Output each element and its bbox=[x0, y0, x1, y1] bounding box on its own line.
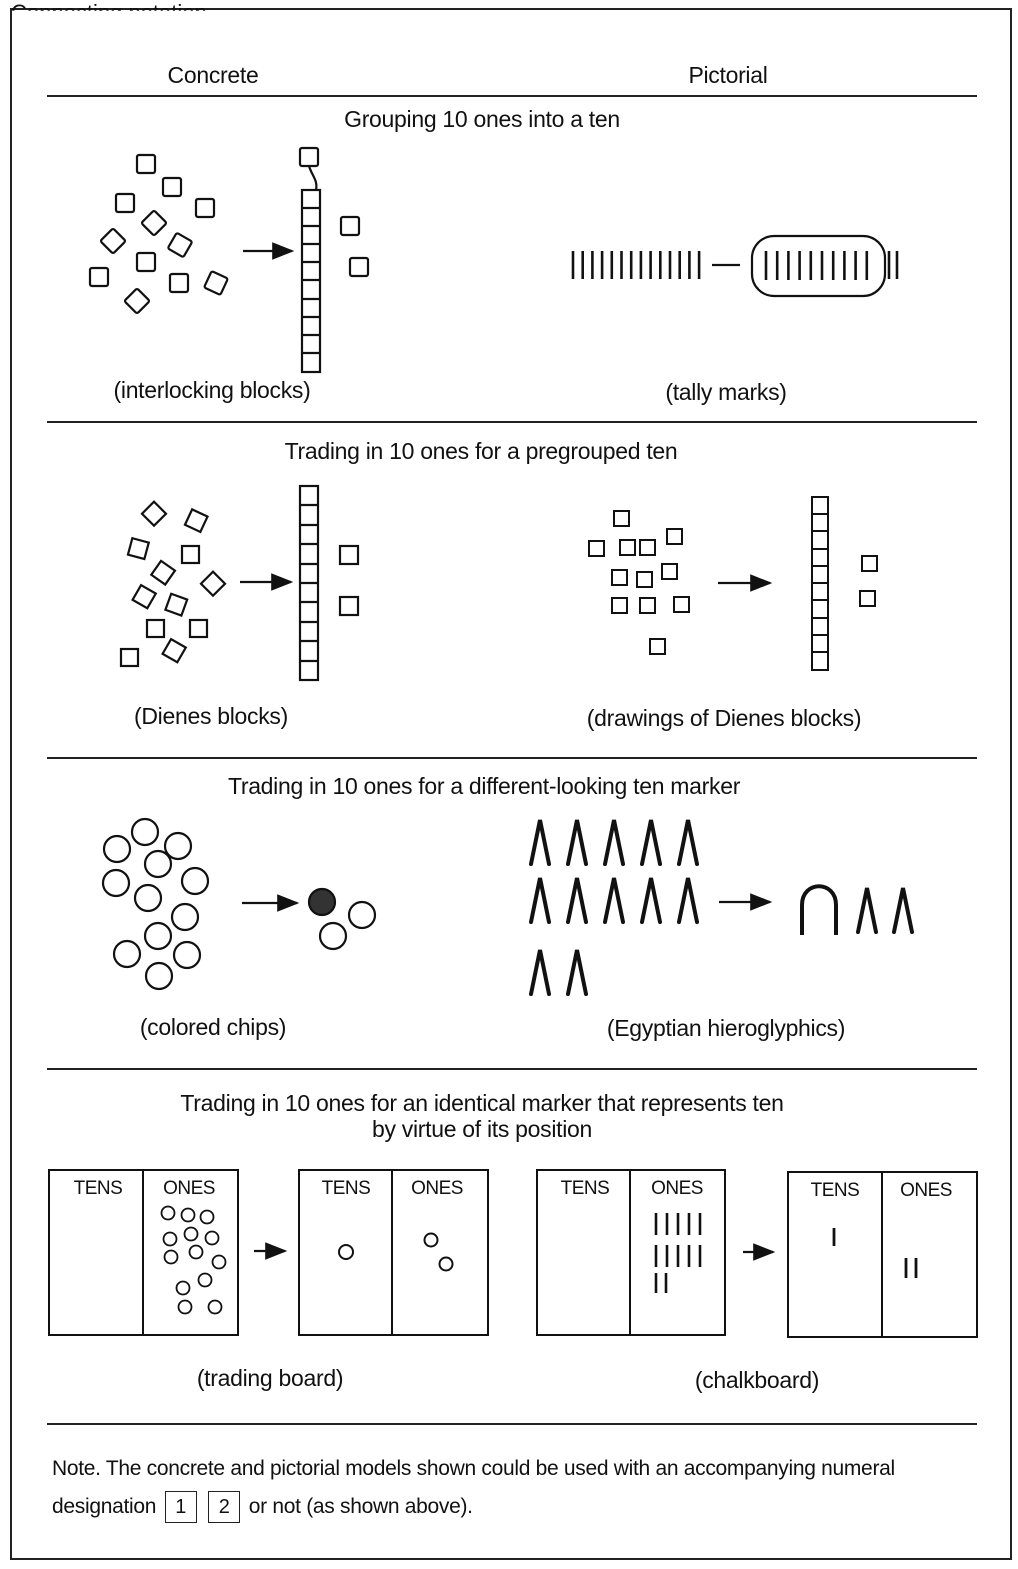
tally-marks-loose bbox=[571, 251, 701, 279]
trading-board-before bbox=[48, 1169, 239, 1336]
hieroglyph-one-mark bbox=[529, 819, 551, 866]
note-text-before: Note. The concrete and pictorial models … bbox=[52, 1457, 895, 1518]
hieroglyphic-ones bbox=[529, 819, 699, 996]
section-4-concrete-caption: (trading board) bbox=[196, 1365, 344, 1391]
hieroglyph-one-mark bbox=[856, 887, 878, 934]
tally-marks-extra bbox=[887, 251, 899, 279]
board4-tens-label: TENS bbox=[810, 1180, 860, 1201]
section-2-concrete-caption: (Dienes blocks) bbox=[134, 703, 288, 729]
tally-group-loop bbox=[750, 234, 887, 298]
note-text: Note. The concrete and pictorial models … bbox=[52, 1450, 982, 1526]
numeral-box-1: 1 bbox=[164, 1491, 197, 1523]
hieroglyph-one-mark bbox=[677, 819, 699, 866]
trading-board-after bbox=[298, 1169, 489, 1336]
section-2-pictorial-caption: (drawings of Dienes blocks) bbox=[586, 705, 862, 731]
section-3-pictorial-caption: (Egyptian hieroglyphics) bbox=[606, 1015, 846, 1041]
board1-ones-label: ONES bbox=[163, 1178, 215, 1199]
hieroglyph-one-mark bbox=[566, 819, 588, 866]
divider-header bbox=[47, 95, 977, 97]
section-3-concrete-caption: (colored chips) bbox=[139, 1014, 287, 1040]
board3-ones-label: ONES bbox=[651, 1178, 703, 1199]
divider-4 bbox=[47, 1423, 977, 1425]
board2-tens-label: TENS bbox=[321, 1178, 371, 1199]
divider-2 bbox=[47, 757, 977, 759]
section-1-concrete-caption: (interlocking blocks) bbox=[113, 377, 311, 403]
colored-chips-scattered bbox=[101, 817, 210, 991]
section-3-title: Trading in 10 ones for a different-looki… bbox=[227, 773, 741, 799]
interlocking-blocks-scattered bbox=[88, 153, 229, 314]
board1-tens-label: TENS bbox=[73, 1178, 123, 1199]
hieroglyph-one-mark bbox=[529, 877, 551, 924]
trading-board-before-chips bbox=[160, 1205, 227, 1315]
chalkboard-after-tallies bbox=[832, 1228, 918, 1278]
chalkboard-before bbox=[536, 1169, 726, 1336]
chalkboard-after bbox=[787, 1171, 978, 1338]
column-header-pictorial: Pictorial bbox=[688, 62, 768, 88]
hieroglyph-one-mark bbox=[892, 887, 914, 934]
interlocking-blocks-stack bbox=[298, 146, 370, 374]
dienes-drawings-scattered bbox=[588, 510, 690, 655]
hieroglyph-one-mark bbox=[640, 877, 662, 924]
section-4-title-line1: Trading in 10 ones for an identical mark… bbox=[180, 1090, 784, 1116]
hieroglyph-one-mark bbox=[603, 819, 625, 866]
section-4-title-line2: by virtue of its position bbox=[371, 1116, 593, 1142]
divider-3 bbox=[47, 1068, 977, 1070]
hieroglyph-one-mark bbox=[566, 949, 588, 996]
board4-ones-label: ONES bbox=[900, 1180, 952, 1201]
column-header-concrete: Concrete bbox=[167, 62, 259, 88]
dienes-drawing-rod bbox=[811, 496, 878, 671]
clipped-heading: Connecting notation bbox=[11, 2, 207, 24]
hieroglyphic-ten bbox=[800, 884, 838, 935]
board3-tens-label: TENS bbox=[560, 1178, 610, 1199]
tally-marks-grouped bbox=[764, 251, 869, 280]
board2-ones-label: ONES bbox=[411, 1178, 463, 1199]
chalkboard-before-tallies bbox=[654, 1213, 702, 1293]
hieroglyph-one-mark bbox=[677, 877, 699, 924]
section-4-pictorial-caption: (chalkboard) bbox=[694, 1367, 820, 1393]
hieroglyph-one-mark bbox=[529, 949, 551, 996]
hieroglyph-one-mark bbox=[566, 877, 588, 924]
section-1-title: Grouping 10 ones into a ten bbox=[344, 106, 620, 132]
section-1-pictorial-caption: (tally marks) bbox=[665, 379, 787, 405]
section-2-title: Trading in 10 ones for a pregrouped ten bbox=[284, 438, 678, 464]
hieroglyph-one-mark bbox=[640, 819, 662, 866]
divider-1 bbox=[47, 421, 977, 423]
dienes-blocks-scattered bbox=[119, 500, 227, 668]
hieroglyph-one-mark bbox=[603, 877, 625, 924]
dienes-ten-rod bbox=[298, 484, 360, 682]
numeral-box-2: 2 bbox=[208, 1491, 241, 1523]
colored-chips-result bbox=[307, 887, 377, 951]
note-text-after: or not (as shown above). bbox=[248, 1495, 473, 1518]
hieroglyphic-result-ones bbox=[856, 887, 914, 934]
figure-frame bbox=[10, 8, 1012, 1560]
